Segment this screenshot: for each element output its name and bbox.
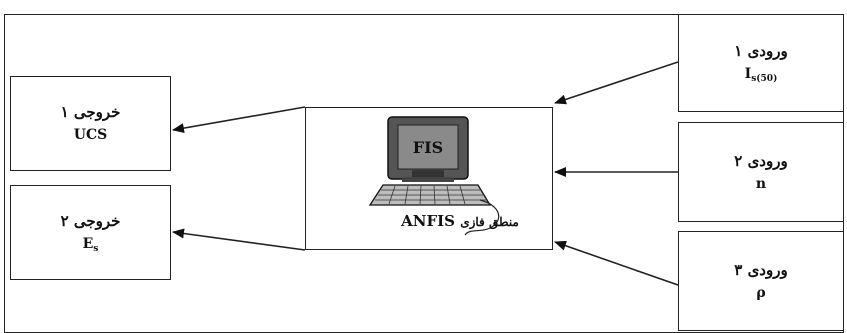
output-1-variable: UCS [73, 127, 108, 144]
computer-monitor-icon [387, 116, 469, 182]
output-2-variable: Es [82, 235, 99, 254]
input-1-variable: Is(50) [744, 66, 778, 85]
input-box-3: ورودی ۳ ρ [678, 231, 844, 331]
arrow-input-3 [554, 240, 679, 286]
arrow-input-1 [554, 61, 679, 105]
fuzzy-logic-label: منطق فازی [460, 215, 519, 229]
anfis-label: ANFIS منطق فازی [360, 212, 560, 230]
input-3-variable: ρ [756, 284, 766, 301]
input-box-2: ورودی ۲ n [678, 122, 844, 222]
input-2-variable: n [755, 175, 767, 192]
keyboard-icon [368, 184, 500, 236]
input-2-label: ورودی ۲ [734, 151, 788, 170]
anfis-model-text: ANFIS [401, 212, 455, 230]
fis-screen-label: FIS [413, 138, 443, 157]
input-3-label: ورودی ۳ [734, 260, 788, 279]
input-1-label: ورودی ۱ [734, 42, 788, 61]
output-2-label: خروجی ۲ [60, 211, 121, 230]
output-box-2: خروجی ۲ Es [10, 185, 171, 280]
output-1-label: خروجی ۱ [60, 103, 121, 122]
input-box-1: ورودی ۱ Is(50) [678, 14, 844, 112]
output-box-1: خروجی ۱ UCS [10, 76, 171, 171]
arrow-output-1 [172, 106, 306, 134]
arrow-output-2 [172, 228, 306, 251]
